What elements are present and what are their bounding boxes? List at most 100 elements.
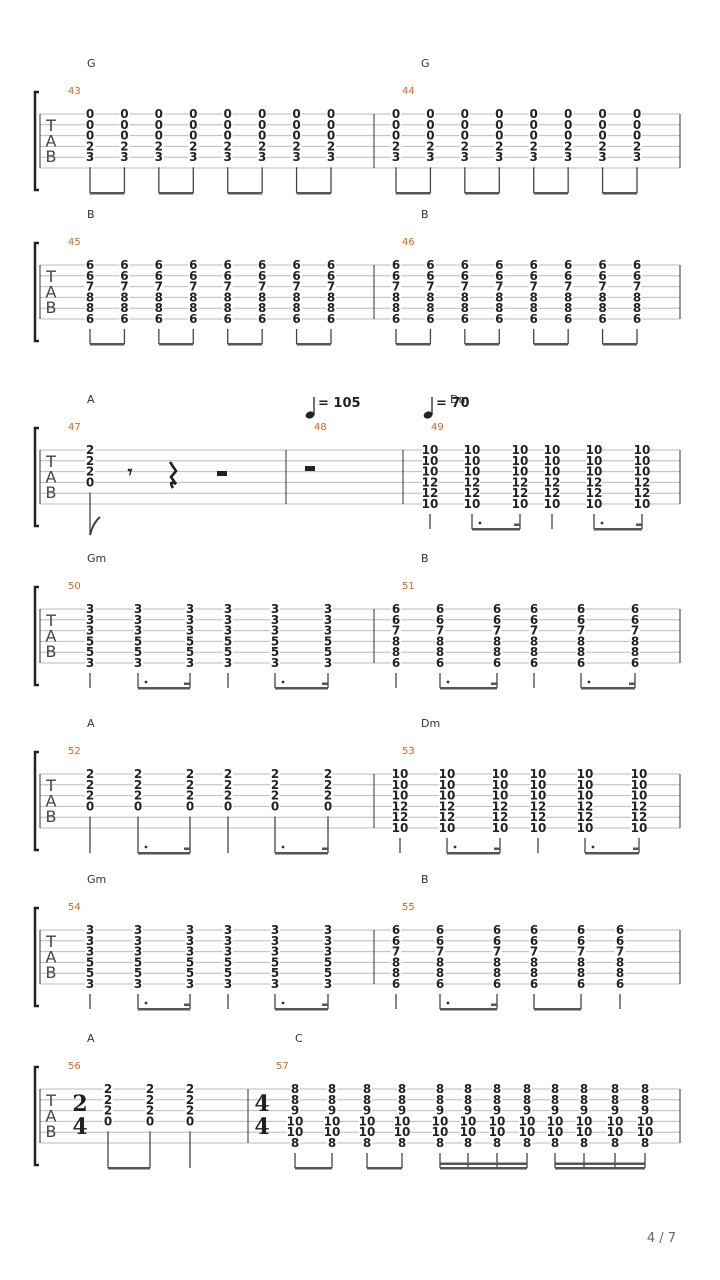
fret-backdrop (145, 1094, 155, 1105)
system-bracket (33, 90, 39, 192)
fret-backdrop (85, 925, 95, 935)
fret-number: 10 (464, 454, 481, 468)
fret-number: 6 (436, 923, 444, 937)
beam (295, 1167, 332, 1170)
fret-number: 3 (86, 923, 94, 937)
time-signature-top: 2 (72, 1091, 87, 1117)
fret-number: 0 (189, 118, 197, 132)
fret-backdrop (291, 141, 302, 152)
fret-number: 3 (224, 613, 232, 627)
fret-backdrop (563, 260, 574, 270)
fret-number: 6 (493, 602, 501, 616)
fret-number: 8 (493, 1093, 501, 1107)
fret-backdrop (392, 823, 408, 833)
fret-backdrop (492, 636, 502, 647)
fret-number: 8 (495, 301, 503, 315)
fret-number: 2 (271, 778, 279, 792)
fret-number: 3 (189, 150, 197, 164)
fret-backdrop (222, 109, 233, 119)
fret-backdrop (492, 968, 502, 979)
fret-backdrop (425, 303, 436, 314)
fret-number: 0 (598, 107, 606, 121)
fret-number: 12 (422, 486, 439, 500)
fret-number: 0 (530, 129, 538, 143)
fret-number: 2 (224, 139, 232, 153)
tab-clef-letter: B (46, 963, 57, 982)
fret-backdrop (563, 292, 574, 303)
fret-backdrop (435, 1105, 445, 1116)
fret-backdrop (579, 1105, 589, 1116)
fret-number: 6 (224, 269, 232, 283)
fret-backdrop (391, 130, 401, 141)
fret-number: 3 (134, 656, 142, 670)
fret-backdrop (362, 1105, 372, 1116)
fret-number: 8 (436, 1136, 444, 1150)
fret-backdrop (607, 1116, 623, 1127)
fret-number: 10 (576, 1114, 593, 1128)
fret-number: 10 (530, 767, 547, 781)
fret-backdrop (597, 130, 608, 141)
fret-number: 5 (134, 966, 142, 980)
beam (534, 1008, 581, 1011)
fret-backdrop (391, 614, 401, 625)
fret-number: 12 (439, 799, 456, 813)
fret-backdrop (544, 477, 560, 488)
fret-number: 3 (271, 656, 279, 670)
fret-backdrop (188, 270, 199, 281)
fret-backdrop (145, 1105, 155, 1116)
tab-clef-letter: T (45, 611, 56, 630)
fret-backdrop (597, 141, 608, 152)
fret-backdrop (133, 935, 143, 946)
fret-number: 10 (544, 465, 561, 479)
fret-number: 8 (493, 645, 501, 659)
fret-number: 8 (530, 645, 538, 659)
fret-number: 6 (86, 269, 94, 283)
fret-number: 9 (551, 1104, 559, 1118)
fret-number: 0 (426, 129, 434, 143)
fret-number: 5 (271, 955, 279, 969)
fret-backdrop (391, 270, 401, 281)
fret-backdrop (634, 466, 650, 477)
fret-backdrop (85, 281, 95, 292)
beam (275, 1008, 328, 1011)
fret-number: 3 (258, 150, 266, 164)
fret-backdrop (85, 303, 95, 314)
fret-number: 8 (291, 1136, 299, 1150)
fret-backdrop (153, 141, 164, 152)
fret-backdrop (133, 957, 143, 968)
fret-backdrop (630, 658, 640, 668)
note-flag-icon (89, 516, 101, 536)
fret-backdrop (422, 466, 438, 477)
fret-backdrop (133, 779, 143, 790)
fret-backdrop (188, 292, 199, 303)
fret-backdrop (223, 769, 233, 779)
fret-backdrop (439, 790, 455, 801)
fret-backdrop (576, 614, 586, 625)
fret-backdrop (185, 625, 195, 636)
fret-backdrop (579, 1138, 589, 1148)
fret-number: 10 (631, 778, 648, 792)
fret-backdrop (492, 769, 508, 779)
beam (396, 192, 431, 195)
fret-backdrop (290, 1105, 300, 1116)
fret-number: 6 (392, 258, 400, 272)
beam (396, 343, 431, 346)
fret-backdrop (632, 130, 642, 141)
fret-number: 2 (186, 778, 194, 792)
fret-number: 3 (86, 150, 94, 164)
fret-backdrop (529, 658, 539, 668)
fret-backdrop (223, 935, 233, 946)
fret-backdrop (597, 119, 608, 130)
fret-backdrop (425, 152, 436, 163)
fret-backdrop (85, 314, 95, 324)
fret-backdrop (435, 979, 445, 989)
fret-number: 5 (271, 645, 279, 659)
chord-name: C (295, 1032, 303, 1045)
fret-number: 3 (155, 150, 163, 164)
fret-number: 0 (155, 129, 163, 143)
fret-number: 0 (327, 107, 335, 121)
fret-number: 12 (530, 810, 547, 824)
fret-backdrop (544, 445, 560, 455)
measure-number: 54 (68, 902, 81, 913)
rhythm-dot (591, 845, 595, 849)
